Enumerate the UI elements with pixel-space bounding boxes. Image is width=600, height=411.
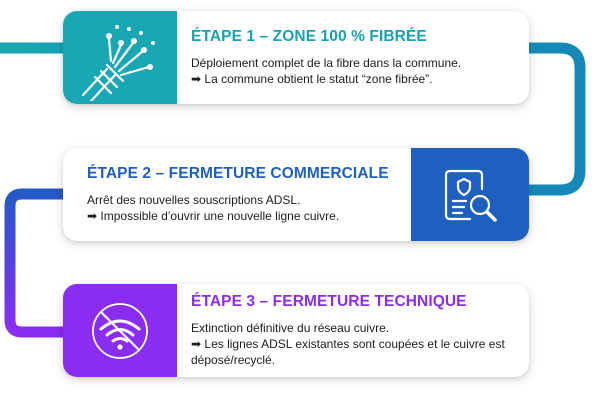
document-search-icon — [444, 169, 497, 222]
step-3-title: ÉTAPE 3 – FERMETURE TECHNIQUE — [191, 293, 467, 310]
step-1-title: ÉTAPE 1 – ZONE 100 % FIBRÉE — [191, 28, 427, 45]
step-1-outcome: ➡ La commune obtient le statut “zone fib… — [191, 72, 433, 86]
no-signal-icon — [92, 302, 148, 359]
step-2-title: ÉTAPE 2 – FERMETURE COMMERCIALE — [87, 165, 389, 182]
step-3-description: Extinction définitive du réseau cuivre. — [191, 321, 390, 335]
step-2-card: ÉTAPE 2 – FERMETURE COMMERCIALE Arrêt de… — [63, 148, 529, 241]
step-1-card: ÉTAPE 1 – ZONE 100 % FIBRÉE Déploiement … — [63, 11, 529, 104]
step-3-outcome-continued: déposé/recyclé. — [191, 353, 276, 367]
step-1-icon-block — [63, 11, 177, 104]
step-2-outcome: ➡ Impossible d’ouvrir une nouvelle ligne… — [87, 209, 340, 223]
step-3-outcome: ➡ Les lignes ADSL existantes sont coupée… — [191, 337, 505, 351]
step-1-description: Déploiement complet de la fibre dans la … — [191, 56, 462, 70]
step-3-card: ÉTAPE 3 – FERMETURE TECHNIQUE Extinction… — [63, 284, 529, 377]
step-2-description: Arrêt des nouvelles souscriptions ADSL. — [87, 193, 301, 207]
fiber-cable-icon — [81, 24, 155, 101]
step-3-icon-block — [63, 284, 177, 377]
step-2-icon-block — [411, 148, 529, 241]
